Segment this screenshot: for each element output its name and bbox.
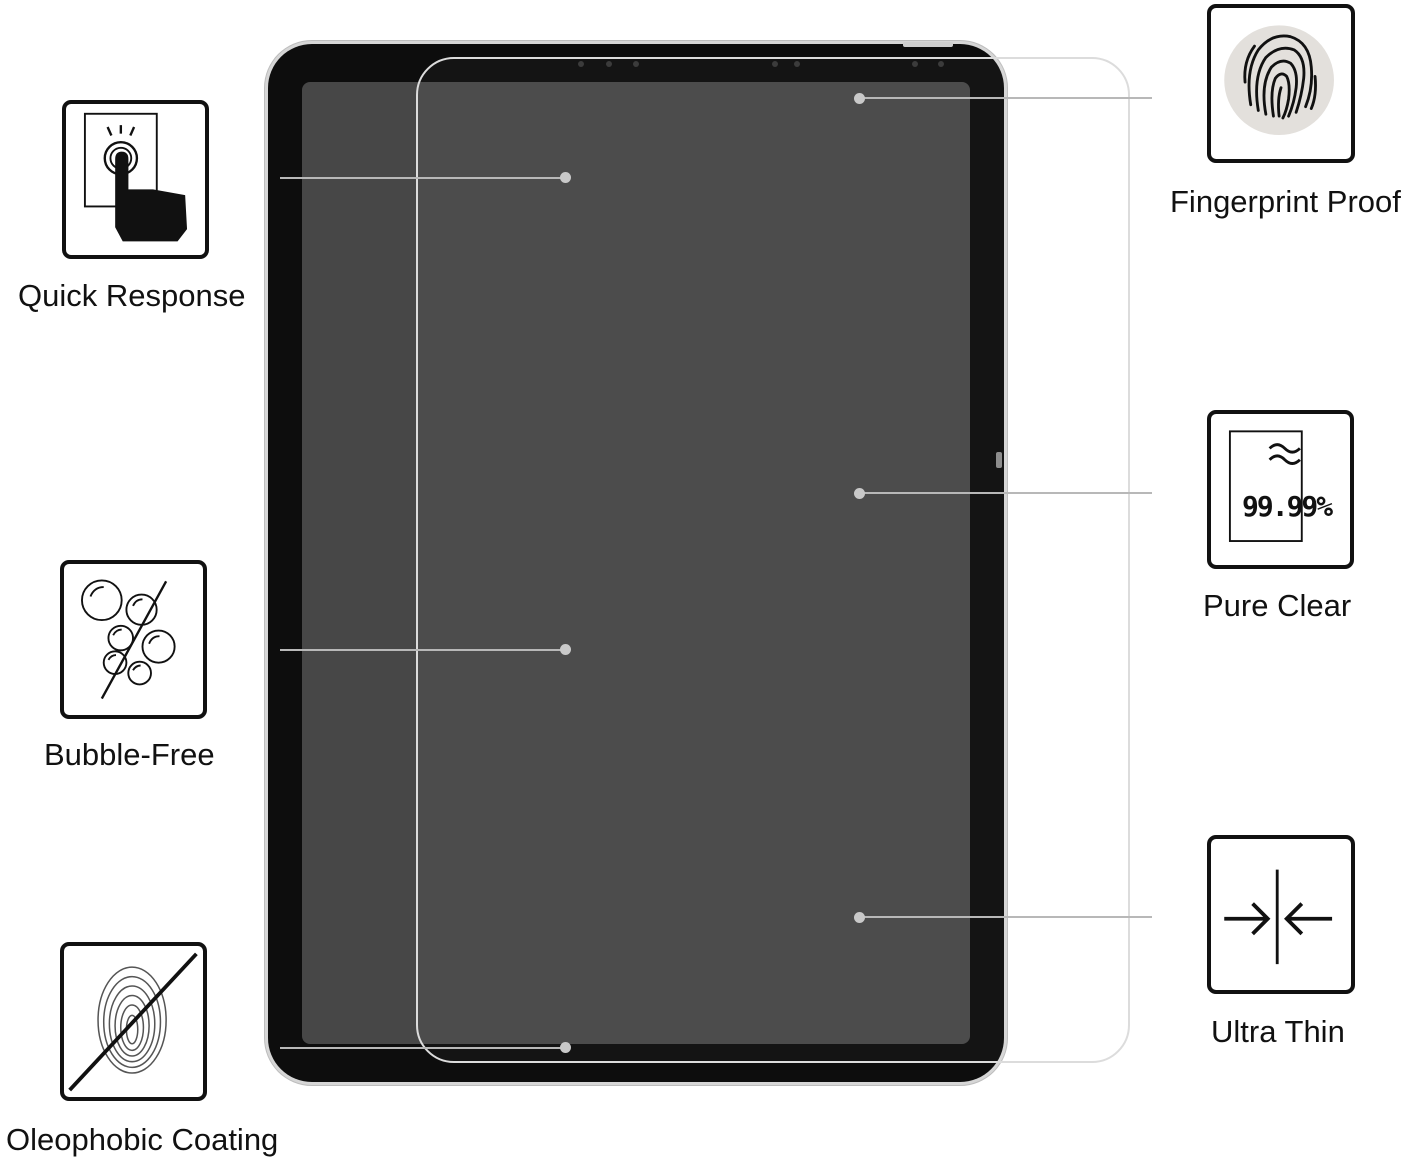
tablet-side-button <box>996 452 1002 468</box>
pure-clear-label: Pure Clear <box>1203 588 1352 623</box>
bubbles-slashed-icon <box>81 579 176 700</box>
fingerprint-icon <box>1224 25 1334 136</box>
fingerprint-proof-badge <box>1207 4 1355 163</box>
sensor-dot <box>794 61 800 67</box>
clarity-icon <box>1228 430 1303 542</box>
leader-line-oleophobic <box>280 1047 566 1049</box>
quick-response-badge <box>62 100 209 259</box>
bubble-free-label: Bubble-Free <box>44 737 215 772</box>
leader-dot <box>560 1042 571 1053</box>
tablet-device <box>268 44 1004 1082</box>
leader-dot <box>854 912 865 923</box>
fingerprint-slashed-icon <box>68 952 198 1092</box>
ultra-thin-badge <box>1207 835 1355 994</box>
sensor-dot <box>938 61 944 67</box>
sensor-dot <box>578 61 584 67</box>
screen-protector-glass <box>416 57 1130 1063</box>
clarity-percent: 99.99% <box>1242 490 1333 523</box>
sensor-dot <box>772 61 778 67</box>
leader-line-bubble-free <box>280 649 566 651</box>
sensor-dot <box>633 61 639 67</box>
oleophobic-coating-label: Oleophobic Coating <box>6 1122 279 1157</box>
pure-clear-badge: 99.99% <box>1207 410 1354 569</box>
leader-line-pure-clear <box>860 492 1152 494</box>
touch-finger-icon <box>83 112 188 242</box>
sensor-dot <box>912 61 918 67</box>
leader-line-fingerprint-proof <box>860 97 1152 99</box>
leader-dot <box>560 644 571 655</box>
tablet-screen <box>302 82 970 1044</box>
fingerprint-proof-label: Fingerprint Proof <box>1170 184 1401 219</box>
sensor-dot <box>606 61 612 67</box>
leader-dot <box>854 93 865 104</box>
leader-dot <box>854 488 865 499</box>
oleophobic-coating-badge <box>60 942 207 1101</box>
leader-line-quick-response <box>280 177 566 179</box>
tablet-top-button <box>903 42 953 47</box>
thin-arrows-icon <box>1224 869 1333 965</box>
ultra-thin-label: Ultra Thin <box>1211 1014 1345 1049</box>
leader-dot <box>560 172 571 183</box>
bubble-free-badge <box>60 560 207 719</box>
leader-line-ultra-thin <box>860 916 1152 918</box>
quick-response-label: Quick Response <box>18 278 246 313</box>
